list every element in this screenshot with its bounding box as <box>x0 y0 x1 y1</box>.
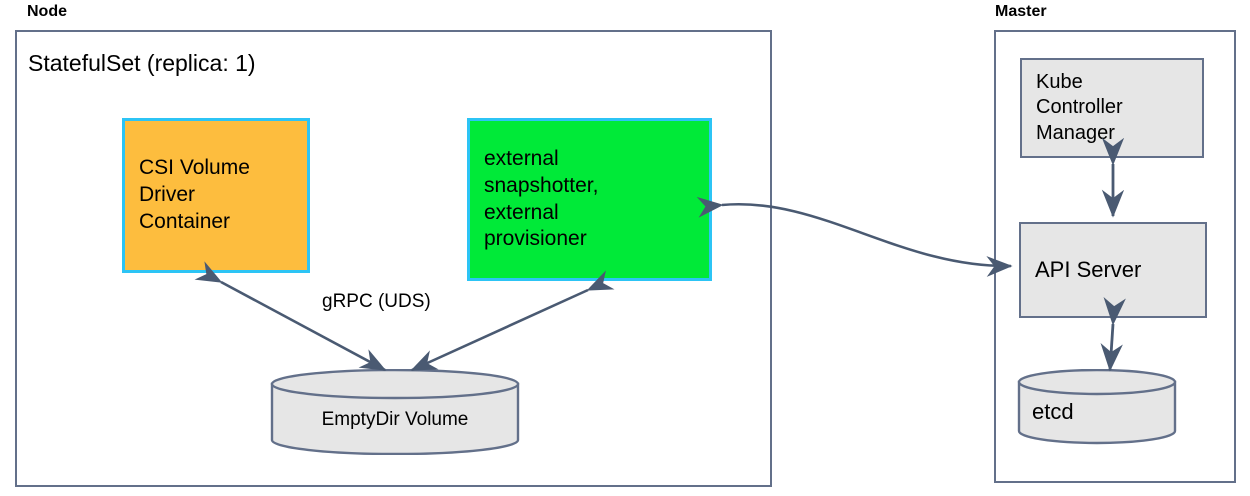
node-external-sidecars[interactable]: external snapshotter, external provision… <box>467 118 712 281</box>
node-etcd[interactable] <box>1017 368 1177 445</box>
node-kube-controller-manager[interactable]: Kube Controller Manager <box>1020 58 1204 158</box>
edge-label-grpc-uds: gRPC (UDS) <box>322 291 431 312</box>
node-api-server[interactable]: API Server <box>1019 222 1207 318</box>
etcd-label: etcd <box>1032 399 1074 424</box>
statefulset-title: StatefulSet (replica: 1) <box>28 50 256 76</box>
etcd-shape <box>1017 368 1177 445</box>
emptydir-volume-shape <box>270 368 520 456</box>
group-label-master: Master <box>995 3 1047 20</box>
emptydir-volume-label: EmptyDir Volume <box>321 409 469 430</box>
group-label-node: Node <box>27 3 67 20</box>
node-emptydir-volume[interactable] <box>270 368 520 456</box>
node-csi-volume-driver-container[interactable]: CSI Volume Driver Container <box>122 118 310 273</box>
